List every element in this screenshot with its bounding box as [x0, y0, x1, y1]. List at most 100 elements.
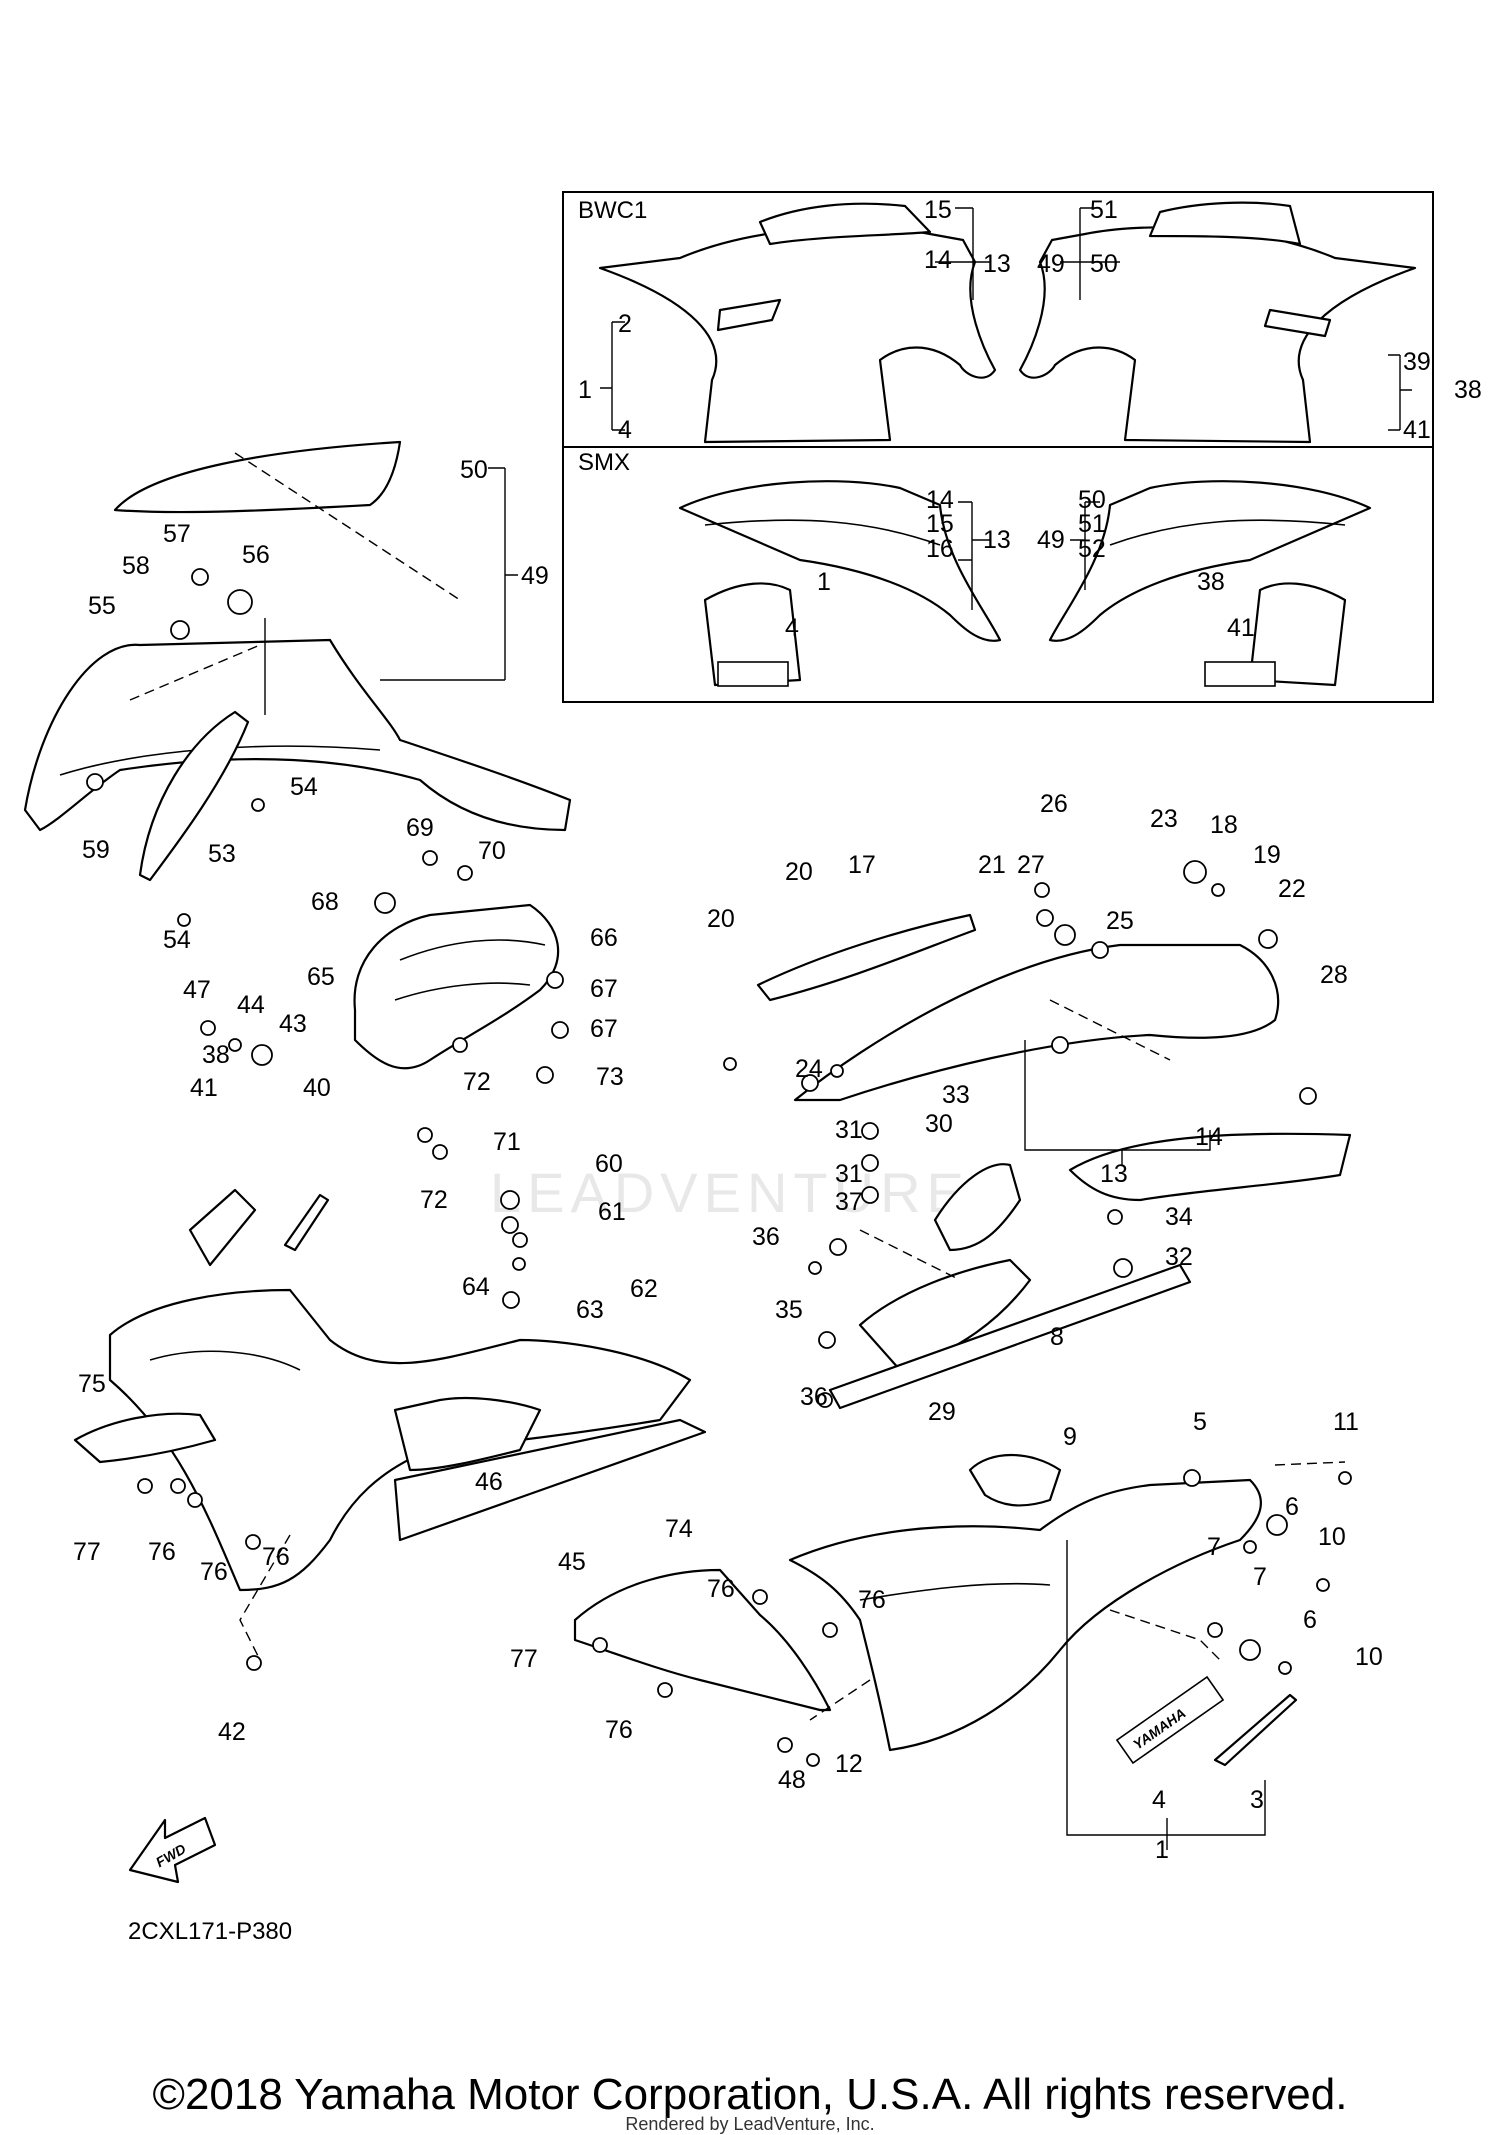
svg-text:10: 10: [1355, 1643, 1383, 1671]
bracket-75: [73, 1412, 217, 1464]
svg-text:72: 72: [420, 1186, 448, 1214]
svg-text:4: 4: [785, 614, 799, 642]
windscreen: [113, 440, 402, 514]
svg-text:19: 19: [1253, 841, 1281, 869]
svg-text:55: 55: [88, 592, 116, 620]
svg-text:24: 24: [795, 1055, 823, 1083]
svg-text:61: 61: [598, 1198, 626, 1226]
svg-text:50: 50: [1090, 250, 1118, 278]
fasteners: [86, 568, 1352, 1767]
svg-text:17: 17: [848, 851, 876, 879]
svg-text:1: 1: [1155, 1836, 1169, 1864]
svg-text:63: 63: [576, 1296, 604, 1324]
svg-text:77: 77: [73, 1538, 101, 1566]
svg-text:72: 72: [463, 1068, 491, 1096]
duct-9: [968, 1454, 1062, 1507]
svg-text:36: 36: [752, 1223, 780, 1251]
svg-text:76: 76: [707, 1575, 735, 1603]
svg-text:49: 49: [1037, 250, 1065, 278]
svg-text:38: 38: [202, 1041, 230, 1069]
inset-panel: BWC1 SMX: [562, 191, 1434, 703]
svg-text:7: 7: [1253, 1563, 1267, 1591]
inset-title-smx: SMX: [578, 449, 630, 476]
svg-text:50: 50: [1078, 486, 1106, 514]
svg-text:35: 35: [775, 1296, 803, 1324]
svg-text:76: 76: [200, 1558, 228, 1586]
svg-text:15: 15: [926, 510, 954, 538]
svg-text:1: 1: [578, 376, 592, 404]
svg-text:20: 20: [707, 905, 735, 933]
svg-text:69: 69: [406, 814, 434, 842]
svg-text:23: 23: [1150, 805, 1178, 833]
svg-text:49: 49: [1037, 526, 1065, 554]
svg-text:13: 13: [983, 250, 1011, 278]
svg-text:67: 67: [590, 975, 618, 1003]
svg-text:74: 74: [665, 1515, 693, 1543]
svg-text:51: 51: [1090, 196, 1118, 224]
svg-text:59: 59: [82, 836, 110, 864]
decal-41: [188, 1188, 257, 1267]
svg-text:51: 51: [1078, 510, 1106, 538]
svg-text:25: 25: [1106, 907, 1134, 935]
svg-text:33: 33: [942, 1081, 970, 1109]
svg-text:32: 32: [1165, 1243, 1193, 1271]
svg-text:65: 65: [307, 963, 335, 991]
svg-text:45: 45: [558, 1548, 586, 1576]
svg-text:76: 76: [262, 1543, 290, 1571]
svg-text:1: 1: [817, 568, 831, 596]
dashed-leaders: [129, 452, 1346, 1721]
svg-text:14: 14: [926, 486, 954, 514]
svg-text:31: 31: [835, 1160, 863, 1188]
rendered-by-notice: Rendered by LeadVenture, Inc.: [625, 2114, 875, 2134]
svg-text:76: 76: [858, 1586, 886, 1614]
svg-text:15: 15: [924, 196, 952, 224]
leader-lines: [264, 207, 1412, 1850]
svg-text:77: 77: [510, 1645, 538, 1673]
svg-text:75: 75: [78, 1370, 106, 1398]
svg-text:41: 41: [1403, 416, 1431, 444]
svg-text:52: 52: [1078, 535, 1106, 563]
svg-text:20: 20: [785, 858, 813, 886]
svg-text:6: 6: [1303, 1606, 1317, 1634]
svg-text:41: 41: [1227, 614, 1255, 642]
svg-text:60: 60: [595, 1150, 623, 1178]
fwd-arrow-icon: FWD: [128, 1816, 217, 1884]
callouts: 15 14 13 51 49 50 2 1 4 39 38 41 14 15 1…: [73, 196, 1482, 1864]
svg-text:47: 47: [183, 976, 211, 1004]
svg-text:42: 42: [218, 1718, 246, 1746]
svg-text:40: 40: [303, 1074, 331, 1102]
svg-text:10: 10: [1318, 1523, 1346, 1551]
svg-text:37: 37: [835, 1188, 863, 1216]
svg-text:5: 5: [1193, 1408, 1207, 1436]
svg-text:62: 62: [630, 1275, 658, 1303]
svg-text:11: 11: [1333, 1408, 1359, 1436]
side-cowl-right: [793, 943, 1280, 1102]
trim-strip: [756, 913, 977, 1002]
svg-text:41: 41: [190, 1074, 218, 1102]
svg-text:6: 6: [1285, 1493, 1299, 1521]
svg-text:36: 36: [800, 1383, 828, 1411]
svg-text:14: 14: [924, 246, 952, 274]
svg-text:53: 53: [208, 840, 236, 868]
svg-text:56: 56: [242, 541, 270, 569]
svg-text:7: 7: [1207, 1533, 1221, 1561]
watermark-text: LEADVENTURE: [490, 1161, 970, 1224]
copyright-notice: ©2018 Yamaha Motor Corporation, U.S.A. A…: [152, 2070, 1348, 2119]
svg-text:26: 26: [1040, 790, 1068, 818]
svg-text:4: 4: [618, 416, 632, 444]
lower-cowl-right: [788, 1478, 1262, 1752]
svg-text:68: 68: [311, 888, 339, 916]
svg-text:67: 67: [590, 1015, 618, 1043]
svg-text:38: 38: [1197, 568, 1225, 596]
bracket-30: [933, 1163, 1022, 1252]
svg-text:73: 73: [596, 1063, 624, 1091]
lower-cowl-left: [108, 1288, 692, 1592]
svg-text:71: 71: [493, 1128, 521, 1156]
svg-text:46: 46: [475, 1468, 503, 1496]
svg-text:27: 27: [1017, 851, 1045, 879]
svg-text:39: 39: [1403, 348, 1431, 376]
svg-text:12: 12: [835, 1750, 863, 1778]
svg-text:13: 13: [983, 526, 1011, 554]
svg-text:49: 49: [521, 562, 549, 590]
svg-text:48: 48: [778, 1766, 806, 1794]
